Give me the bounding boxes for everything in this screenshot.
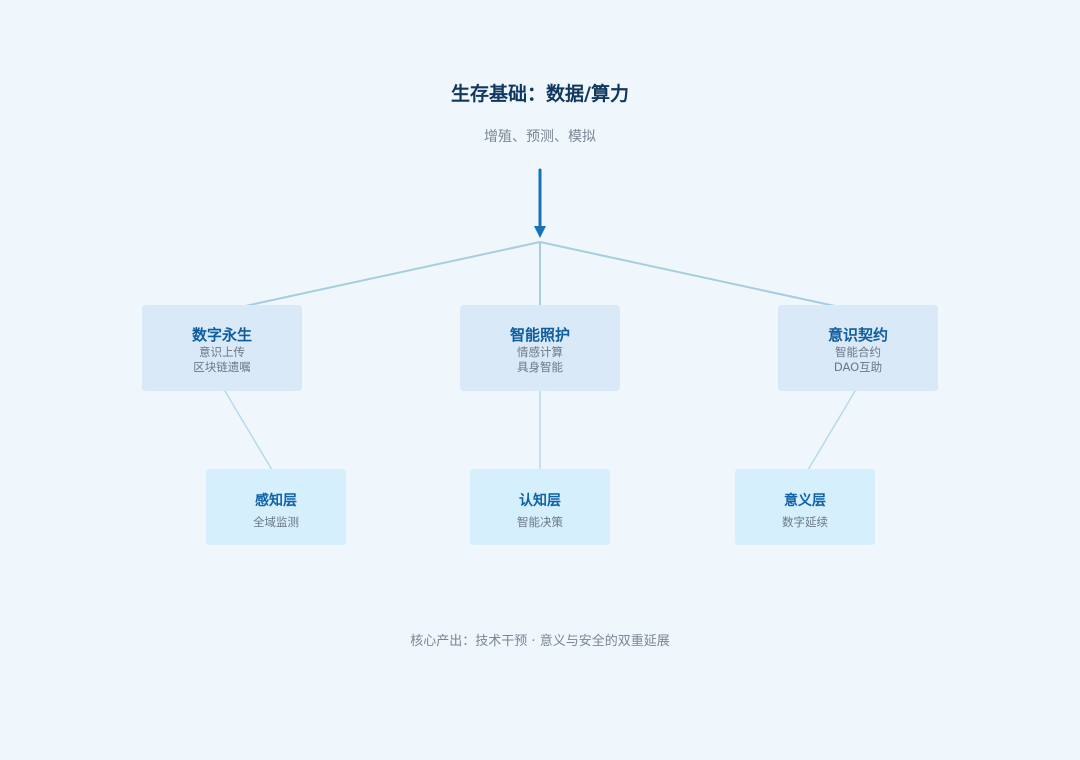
layer-card-meaning: 意义层 数字延续 (735, 469, 875, 545)
connector-branch-1-to-child (221, 385, 276, 476)
branch-card-line: 具身智能 (517, 360, 563, 374)
branch-card-line: 意识上传 (199, 345, 245, 359)
branch-card-consciousness-contract: 意识契约 智能合约 DAO互助 (778, 305, 938, 391)
branch-card-line: 智能合约 (835, 345, 881, 359)
layer-card-perception: 感知层 全域监测 (206, 469, 346, 545)
branch-card-title: 数字永生 (191, 326, 252, 344)
layer-card-line: 智能决策 (517, 515, 563, 529)
branch-card-line: 区块链遗嘱 (193, 360, 251, 374)
branch-card-line: 情感计算 (517, 345, 563, 359)
diagram-title: 生存基础：数据/算力 (451, 83, 629, 105)
layer-card-title: 认知层 (519, 493, 561, 509)
branch-card-digital-immortality: 数字永生 意识上传 区块链遗嘱 (142, 305, 302, 391)
branch-card-line: DAO互助 (833, 360, 883, 374)
connector-root-to-branch-3 (539, 241, 859, 312)
diagram-subtitle: 增殖、预测、模拟 (484, 129, 596, 145)
core-output-caption: 核心产出：技术干预 · 意义与安全的双重延展 (410, 634, 670, 649)
branch-card-title: 意识契约 (827, 326, 888, 344)
layer-card-line: 全域监测 (253, 515, 299, 529)
layer-card-line: 数字延续 (782, 515, 828, 529)
connector-branch-3-to-child (804, 385, 859, 476)
connector-root-to-branch-1 (221, 241, 541, 312)
branch-card-smart-care: 智能照护 情感计算 具身智能 (460, 305, 620, 391)
layer-card-cognition: 认知层 智能决策 (470, 469, 610, 545)
down-arrow-head (534, 226, 546, 238)
layer-card-title: 感知层 (255, 493, 297, 509)
branch-card-title: 智能照护 (509, 326, 570, 344)
layer-card-title: 意义层 (784, 493, 826, 509)
